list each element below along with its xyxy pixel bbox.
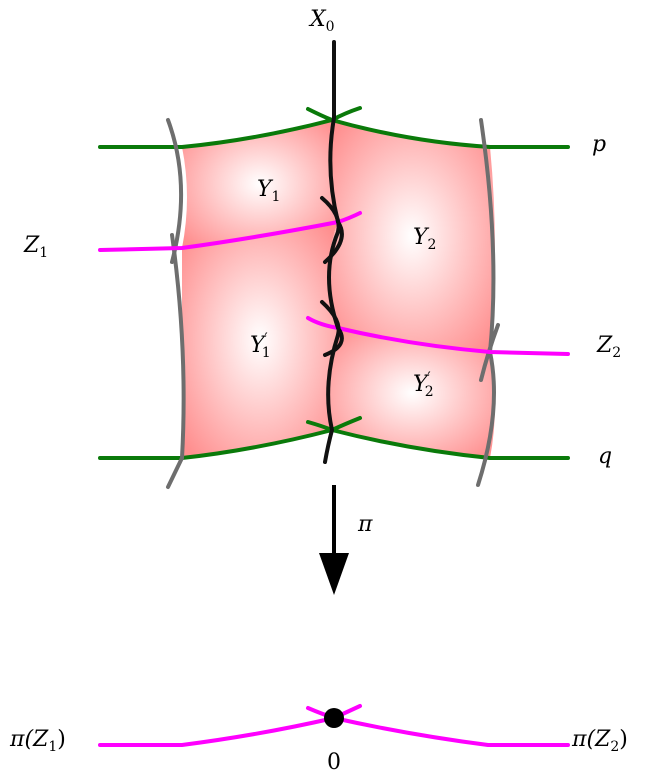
region-y1 bbox=[182, 120, 338, 248]
curve-p bbox=[98, 106, 570, 149]
projection-arrow bbox=[319, 485, 349, 595]
region-y1-prime bbox=[182, 222, 338, 458]
label-pi: π bbox=[357, 512, 373, 537]
region-y2 bbox=[329, 120, 495, 352]
region-y2-prime bbox=[329, 328, 495, 458]
label-z1: Z1 bbox=[23, 233, 48, 261]
curve-q bbox=[98, 416, 570, 460]
curve-z1 bbox=[98, 211, 362, 252]
label-z2: Z2 bbox=[596, 333, 621, 361]
label-pi-z1: π(Z1) bbox=[9, 727, 66, 755]
origin-point bbox=[324, 708, 344, 728]
label-x0: X0 bbox=[308, 7, 335, 35]
label-y1-prime: Y′1 bbox=[250, 331, 271, 361]
label-pi-z2: π(Z2) bbox=[571, 727, 628, 755]
label-y1: Y1 bbox=[257, 177, 280, 205]
label-zero: 0 bbox=[327, 750, 341, 775]
label-y2: Y2 bbox=[413, 225, 436, 253]
label-p: p bbox=[592, 132, 606, 157]
gray-curve-left bbox=[166, 118, 186, 489]
label-q: q bbox=[598, 444, 612, 469]
curve-x0 bbox=[320, 40, 344, 464]
label-y2-prime: Y′2 bbox=[413, 370, 434, 400]
curve-z2 bbox=[306, 316, 570, 356]
